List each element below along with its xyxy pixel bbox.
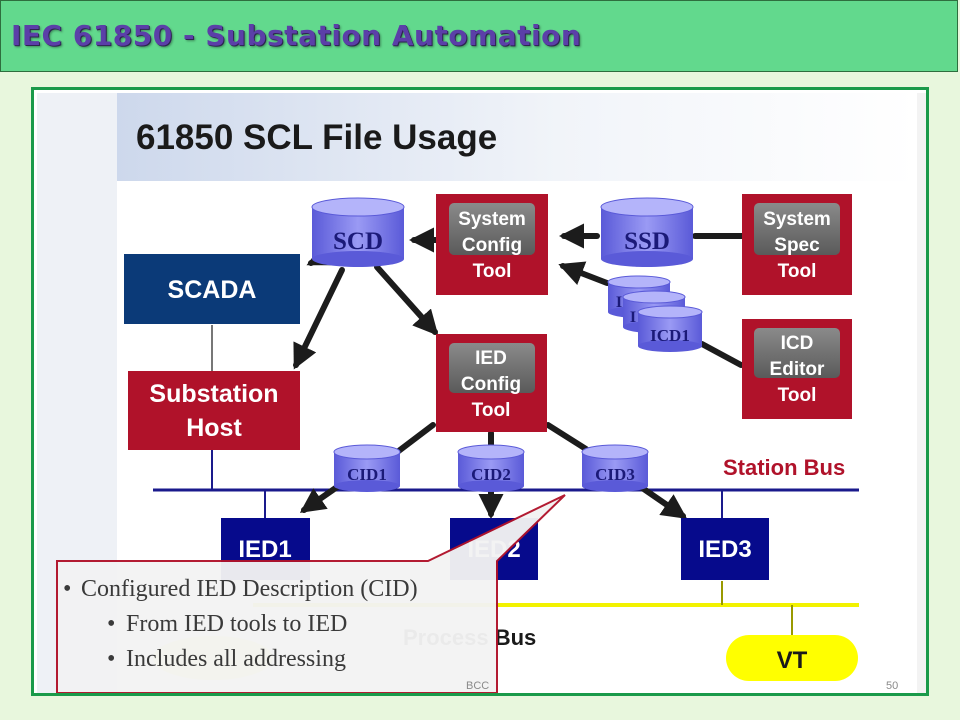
svg-text:Tool: Tool [778, 261, 817, 282]
svg-text:I: I [616, 294, 622, 311]
system-config-tool: System Config Tool [436, 194, 548, 295]
svg-text:Editor: Editor [770, 359, 825, 380]
diagram-heading: 61850 SCL File Usage [136, 118, 497, 157]
station-bus-label: Station Bus [723, 455, 845, 480]
svg-text:Spec: Spec [774, 235, 820, 256]
svg-text:SCADA: SCADA [168, 276, 257, 304]
svg-text:Tool: Tool [473, 261, 512, 282]
svg-text:•: • [107, 611, 115, 637]
svg-text:IED: IED [475, 348, 507, 369]
svg-text:Substation: Substation [149, 380, 278, 408]
icd-editor-tool: ICD Editor Tool [742, 319, 852, 419]
svg-text:SCD: SCD [333, 228, 383, 255]
svg-text:•: • [107, 646, 115, 672]
icd-file-stack: I I ICD1 [607, 275, 703, 352]
svg-text:SSD: SSD [624, 228, 670, 255]
svg-text:•: • [63, 576, 71, 602]
cid2-file: CID2 [457, 444, 525, 492]
svg-text:Config: Config [461, 374, 521, 395]
ied-config-tool: IED Config Tool [436, 334, 547, 432]
ied3-box: IED3 [681, 518, 769, 580]
svg-text:Tool: Tool [778, 385, 817, 406]
scd-database: SCD [311, 197, 405, 267]
heading-band [117, 93, 917, 181]
svg-text:Tool: Tool [472, 400, 511, 421]
page-number: 50 [886, 680, 899, 692]
svg-text:ICD1: ICD1 [650, 326, 690, 345]
title-bar: IEC 61850 - Substation Automation [0, 0, 958, 72]
footer-label: BCC [466, 680, 490, 692]
svg-text:CID3: CID3 [595, 465, 635, 484]
callout-sub-bullet: From IED tools to IED [126, 611, 347, 637]
cid3-file: CID3 [581, 444, 649, 492]
callout-bullet: Configured IED Description (CID) [81, 576, 418, 602]
svg-text:I: I [630, 309, 636, 326]
scl-diagram: 61850 SCL File Usage Station Bus Process… [34, 90, 926, 693]
cid-callout: • Configured IED Description (CID) • Fro… [56, 494, 566, 693]
svg-text:IED1: IED1 [238, 536, 291, 563]
svg-text:CID2: CID2 [471, 465, 511, 484]
svg-text:CID1: CID1 [347, 465, 387, 484]
callout-sub-bullet: Includes all addressing [126, 646, 346, 672]
svg-text:ICD: ICD [781, 333, 814, 354]
svg-text:System: System [763, 209, 831, 230]
ssd-database: SSD [600, 197, 694, 267]
svg-text:Config: Config [462, 235, 522, 256]
vt-pill: VT [726, 635, 858, 681]
svg-text:IED3: IED3 [698, 536, 751, 563]
system-spec-tool: System Spec Tool [742, 194, 852, 295]
svg-text:Host: Host [186, 414, 242, 442]
scada-box: SCADA [124, 254, 300, 324]
slide-title: IEC 61850 - Substation Automation [11, 19, 582, 52]
substation-host: Substation Host [128, 371, 300, 450]
diagram-frame: 61850 SCL File Usage Station Bus Process… [31, 87, 929, 696]
svg-text:System: System [458, 209, 526, 230]
cid1-file: CID1 [333, 444, 401, 492]
svg-text:VT: VT [777, 647, 808, 674]
